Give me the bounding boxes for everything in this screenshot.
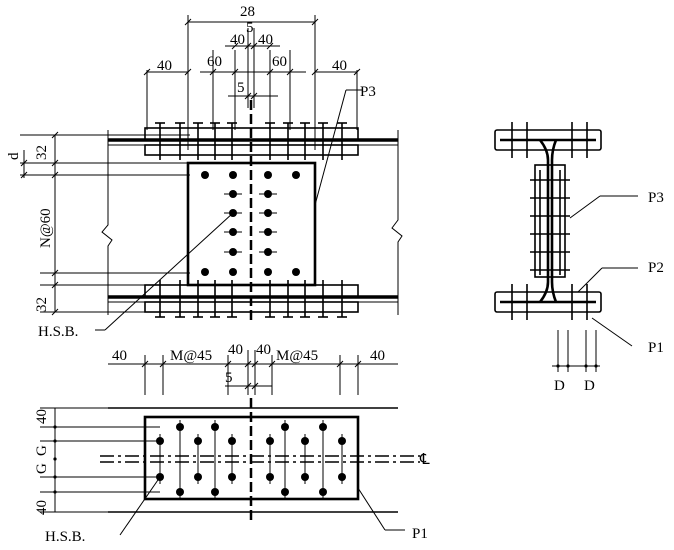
dim-60-left: 60 [207, 54, 222, 70]
label-p1-plan: P1 [412, 526, 428, 542]
dim-plan-40-center-right: 40 [256, 342, 271, 358]
label-p2-section: P2 [648, 260, 664, 276]
dim-plan-left-40: 40 [112, 348, 127, 364]
elevation-view: 28 5 40 40 40 60 60 40 5 32 d N@60 32 [6, 4, 403, 340]
label-centerline: ℄ [419, 452, 430, 468]
dim-plan-g-top: G [34, 445, 50, 456]
dim-plan-40-center-left: 40 [228, 342, 243, 358]
dim-flange-32-top: 32 [34, 145, 50, 160]
dim-d-right: D [584, 378, 595, 394]
section-view: P3 P2 P1 D D [494, 122, 664, 394]
label-p3-section: P3 [648, 190, 664, 206]
dim-left-40: 40 [157, 58, 172, 74]
dim-d-left: D [554, 378, 565, 394]
dim-n-at-60: N@60 [38, 208, 54, 248]
label-hsb-elevation: H.S.B. [38, 324, 78, 340]
dim-plan-40-top: 40 [34, 409, 50, 424]
dim-right-40: 40 [332, 58, 347, 74]
dim-flange-32-bottom: 32 [34, 297, 50, 312]
plan-view: 40 M@45 40 40 M@45 40 5 ℄ 40 G G 40 [34, 342, 430, 545]
dim-web-gap-label: 5 [246, 20, 254, 36]
label-hsb-plan: H.S.B. [45, 529, 85, 545]
dim-total-label: 28 [240, 4, 255, 20]
dim-center-40-left: 40 [230, 32, 245, 48]
dim-plan-right-40: 40 [370, 348, 385, 364]
dim-plan-web-5: 5 [225, 370, 233, 386]
dim-plan-m45-left: M@45 [170, 348, 212, 364]
dim-center-40-right: 40 [258, 32, 273, 48]
label-p3-elevation: P3 [360, 84, 376, 100]
dim-plan-m45-right: M@45 [276, 348, 318, 364]
dim-d-label: d [6, 152, 22, 160]
dim-60-right: 60 [272, 54, 287, 70]
label-p1-section: P1 [648, 340, 664, 356]
dim-plan-g-bottom: G [34, 463, 50, 474]
dim-web-5: 5 [237, 80, 245, 96]
web-splice-plate [186, 161, 317, 287]
dim-plan-40-bottom: 40 [34, 500, 50, 515]
web-bolt-group [201, 171, 300, 276]
